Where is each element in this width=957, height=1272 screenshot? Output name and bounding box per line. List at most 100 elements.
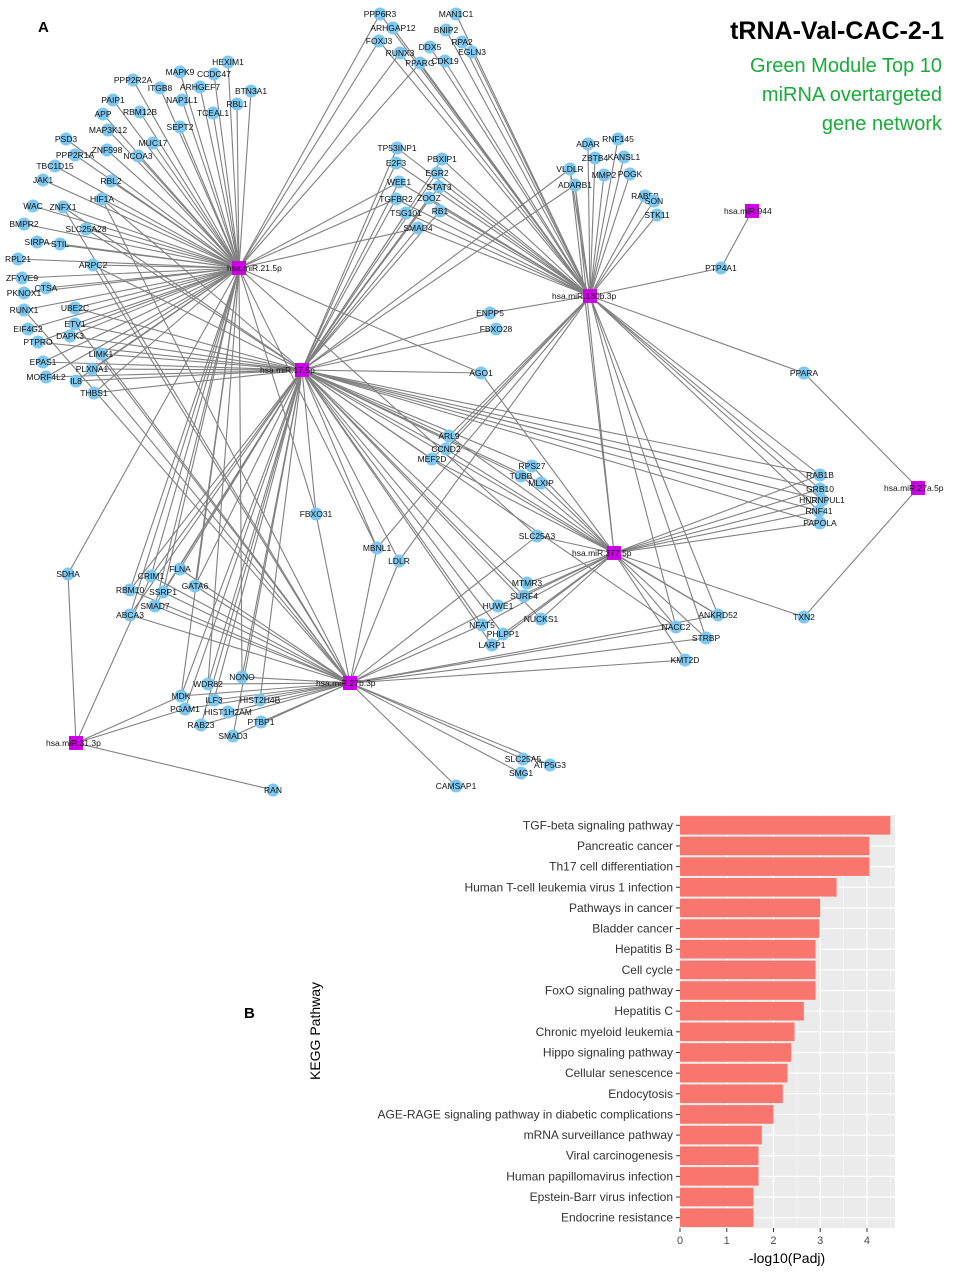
gene-node-epas1 [36, 355, 50, 369]
gene-label-map3k12: MAP3K12 [89, 125, 128, 135]
gene-node-stat3 [432, 180, 446, 194]
bar-chronic-myeloid-leukemia [680, 1022, 795, 1042]
category-label-cellular-senescence: Cellular senescence [565, 1066, 673, 1080]
gene-label-ssrp1: SSRP1 [149, 587, 177, 597]
gene-node-ddx5 [423, 40, 437, 54]
gene-node-paip1 [106, 93, 120, 107]
edge-m130-egr2 [436, 172, 591, 297]
edge-m21-slc25a28 [85, 228, 240, 269]
bar-cell-cycle [680, 960, 816, 980]
bars [680, 816, 891, 1227]
gene-label-ube2c: UBE2C [61, 303, 89, 313]
gene-label-ppp6r3: PPP6R3 [364, 9, 397, 19]
gene-label-ctsa: CTSA [35, 283, 58, 293]
gene-node-slc25a3 [530, 529, 544, 543]
gene-node-znfx1 [56, 200, 70, 214]
edge-m17-tgfbr2 [301, 198, 397, 371]
gene-node-mapk9 [173, 65, 187, 79]
gene-node-rab23 [194, 718, 208, 732]
edge-m377-ago1 [480, 372, 615, 554]
gene-node-hif1a [95, 192, 109, 206]
edge-m27b-ldlr [349, 560, 400, 684]
gene-label-ppp2r1a: PPP2R1A [56, 150, 95, 160]
gene-label-bnip2: BNIP2 [434, 25, 459, 35]
gene-node-slc25a28 [79, 222, 93, 236]
edge-m27b-nfat5 [349, 624, 483, 684]
gene-label-tbc1d15: TBC1D15 [36, 161, 74, 171]
gene-node-man1c1 [449, 7, 463, 21]
gene-node-rpl21 [11, 252, 25, 266]
gene-label-plxna1: PLXNA1 [76, 364, 109, 374]
edge-m31-sdha [67, 573, 77, 744]
edge-m17-rb1 [301, 210, 441, 371]
gene-label-man1c1: MAN1C1 [439, 9, 474, 19]
gene-label-hnrnpul1: HNRNPUL1 [799, 495, 845, 505]
edge-m31-mdk [75, 695, 182, 744]
edge-m130-kansl1 [589, 156, 625, 297]
edge-m130-son [589, 200, 655, 297]
edge-m27b-flna [179, 568, 351, 684]
edge-m21-mdk [180, 267, 240, 697]
gene-node-e2f3 [389, 156, 403, 170]
gene-node-ssrp1 [156, 585, 170, 599]
edge-m17-slc25a28 [85, 228, 303, 371]
edge-m21-foxj3 [238, 40, 380, 269]
gene-node-runx3 [393, 46, 407, 60]
edge-m17-fbxo28 [301, 328, 497, 371]
gene-node-huwe1 [491, 599, 505, 613]
edge-m17-znfx1 [62, 206, 303, 371]
category-label-tgf-beta-signaling-pathway: TGF-beta signaling pathway [523, 818, 673, 832]
gene-node-ran [266, 783, 280, 797]
edge-m21-sept2 [179, 126, 240, 269]
gene-node-strbp [699, 631, 713, 645]
gene-label-fbxo28: FBXO28 [480, 324, 513, 334]
gene-label-rpa2: RPA2 [451, 37, 473, 47]
edge-m17-morf4l2 [45, 369, 303, 378]
edge-m21-rbm10 [129, 267, 240, 591]
x-tick-label: 4 [864, 1235, 870, 1247]
edge-m27b-smad3 [232, 682, 351, 737]
gene-node-zooz [422, 191, 436, 205]
gene-label-znfx1: ZNFX1 [50, 202, 77, 212]
edge-m17-hnrnpul1 [301, 369, 823, 501]
mirna-node-m17 [295, 363, 309, 377]
network-edges [17, 13, 919, 791]
edge-m27b-camsap1 [349, 682, 457, 787]
gene-label-znf598: ZNF598 [92, 145, 123, 155]
edge-m21-bmpr2 [23, 223, 240, 269]
gene-label-eif4g2: EIF4G2 [13, 324, 43, 334]
gene-node-fbxo28 [489, 322, 503, 336]
bar-human-t-cell-leukemia-virus-1-infection [680, 877, 837, 897]
gene-node-thbs1 [87, 386, 101, 400]
gene-node-txn2 [797, 610, 811, 624]
edge-m21-nono [238, 267, 243, 678]
bar-mrna-surveillance-pathway [680, 1125, 762, 1145]
gene-label-e2f3: E2F3 [386, 158, 407, 168]
edge-m21-etv1 [74, 267, 240, 325]
edge-m17-ccnd2 [301, 369, 447, 450]
mirna-node-m377 [607, 546, 621, 560]
category-label-cell-cycle: Cell cycle [622, 963, 674, 977]
gene-node-egr2 [430, 166, 444, 180]
gene-label-rb1: RB1 [432, 206, 449, 216]
edge-m130-rnf41 [589, 295, 820, 512]
edge-m17-il8 [75, 369, 303, 382]
category-label-pathways-in-cancer: Pathways in cancer [569, 901, 673, 915]
bar-bladder-cancer [680, 919, 820, 938]
edge-m130-zbtb4 [589, 157, 596, 297]
network-subtitle-line-2: miRNA overtargeted [762, 84, 942, 106]
edge-m17-epas1 [42, 361, 303, 371]
gene-label-foxj3: FOXJ3 [366, 36, 393, 46]
gene-label-nfat5: NFAT5 [469, 620, 495, 630]
gene-label-tubb: TUBB [510, 471, 533, 481]
edge-m21-slc25a3 [238, 267, 538, 537]
category-label-epstein-barr-virus-infection: Epstein-Barr virus infection [530, 1190, 673, 1204]
edge-m27b-abca3 [129, 614, 351, 684]
edge-m17-mtmr3 [301, 369, 528, 584]
edge-m21-ncoa3 [137, 155, 240, 269]
gene-node-etv1 [68, 317, 82, 331]
gene-node-egln3 [465, 45, 479, 59]
gene-node-ptpro [31, 335, 45, 349]
gene-label-limk1: LIMK1 [89, 349, 114, 359]
gene-label-papola: PAPOLA [803, 518, 837, 528]
